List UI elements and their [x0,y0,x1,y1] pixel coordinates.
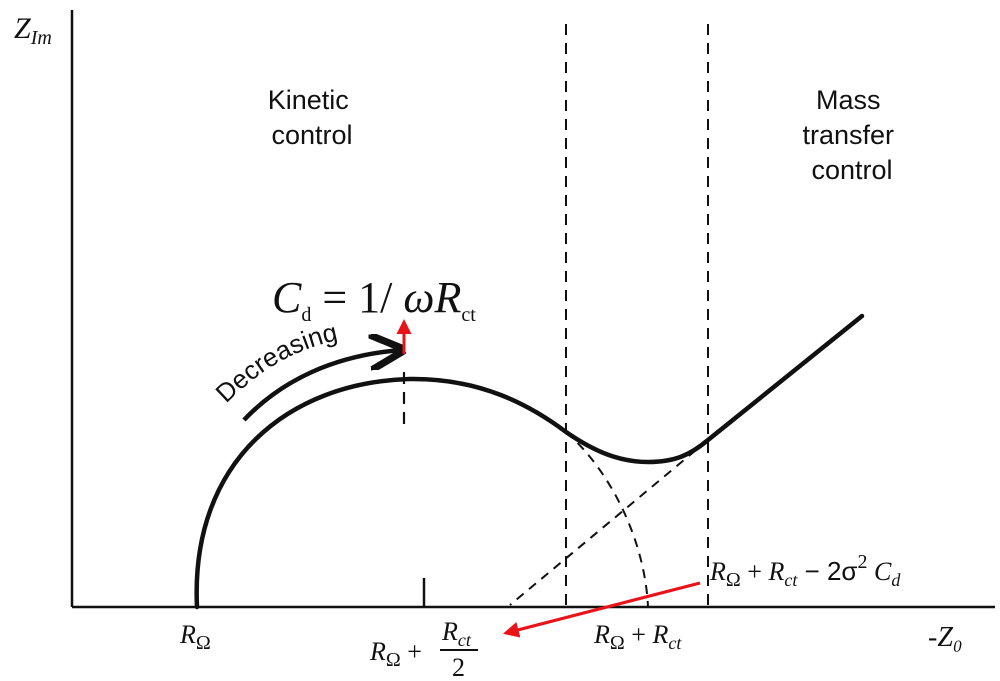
impedance-curve [194,313,865,610]
intercept-red-arrow [502,581,701,638]
svg-text:Rct: Rct [441,617,472,650]
r-half-label: RΩ + Rct 2 [369,617,478,681]
y-axis-label: ZIm [14,12,52,49]
warburg-extrapolation [509,439,709,606]
kinetic-control-label: Kinetic control [268,85,357,150]
svg-text:2: 2 [452,653,465,681]
semicircle-extension [565,431,649,608]
mass-transfer-label: Mass transfer control [802,85,901,185]
x-axis-label: -Z₀ [928,622,963,653]
capacitance-formula: Cd = 1/ ωRct [272,273,476,326]
intercept-label: RΩ + Rct − 2σ2 Cd [709,551,901,591]
decreasing-arrow [242,350,402,422]
svg-text:RΩ +: RΩ + [369,637,422,671]
r-omega-label: RΩ [179,620,211,654]
r-sum-label: RΩ + Rct [593,620,682,654]
